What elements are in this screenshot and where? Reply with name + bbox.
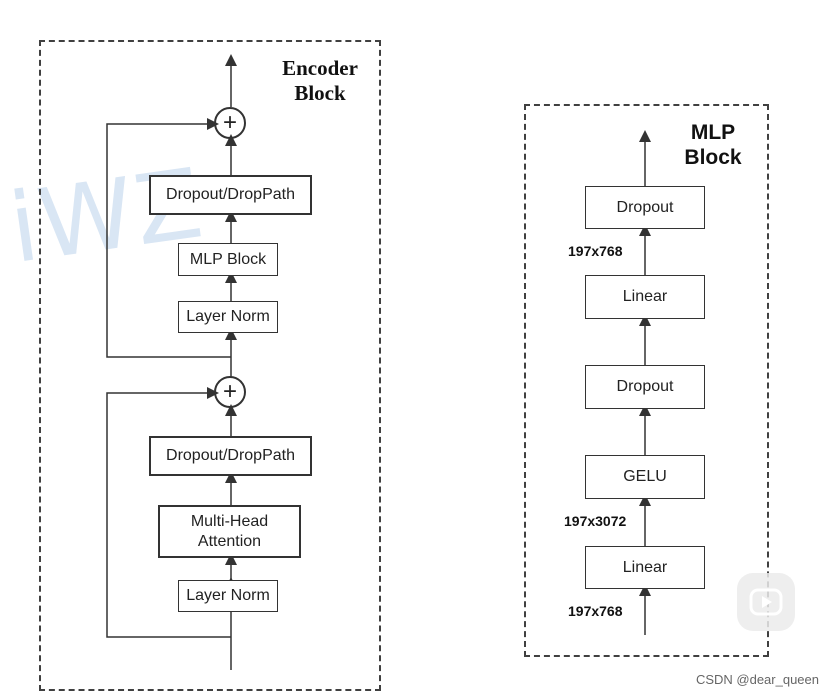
dim-label-output: 197x768: [568, 243, 623, 259]
mlp-dropout-mid: Dropout: [585, 365, 705, 409]
play-icon: [749, 588, 783, 616]
enc-skip-bottom: [106, 387, 231, 638]
video-play-button[interactable]: [737, 573, 795, 631]
enc-skip-top: [106, 118, 231, 358]
add-circle-top: [214, 107, 246, 139]
mlp-block-panel: [524, 104, 769, 657]
encoder-dropout-droppath-bottom: Dropout/DropPath: [149, 436, 312, 476]
mlp-gelu: GELU: [585, 455, 705, 499]
add-symbol-top: +: [222, 109, 237, 136]
footer-credit: CSDN @dear_queen: [695, 672, 819, 687]
encoder-mlp-block: MLP Block: [178, 243, 278, 276]
mlp-linear-bottom: Linear: [585, 546, 705, 589]
mlp-block-title: MLP Block: [684, 121, 742, 170]
mlp-dropout-top: Dropout: [585, 186, 705, 229]
encoder-dropout-droppath-top: Dropout/DropPath: [149, 175, 312, 215]
encoder-layer-norm-top: Layer Norm: [178, 301, 278, 333]
dim-label-input: 197x768: [568, 603, 623, 619]
encoder-block-title: Encoder Block: [282, 56, 358, 106]
mlp-linear-top: Linear: [585, 275, 705, 319]
encoder-block-panel: [39, 40, 381, 691]
dim-label-hidden: 197x3072: [564, 513, 627, 529]
encoder-layer-norm-bottom: Layer Norm: [178, 580, 278, 612]
add-circle-bottom: [214, 376, 246, 408]
add-symbol-bottom: +: [222, 378, 237, 405]
encoder-multi-head-attention: Multi-Head Attention: [158, 505, 301, 558]
